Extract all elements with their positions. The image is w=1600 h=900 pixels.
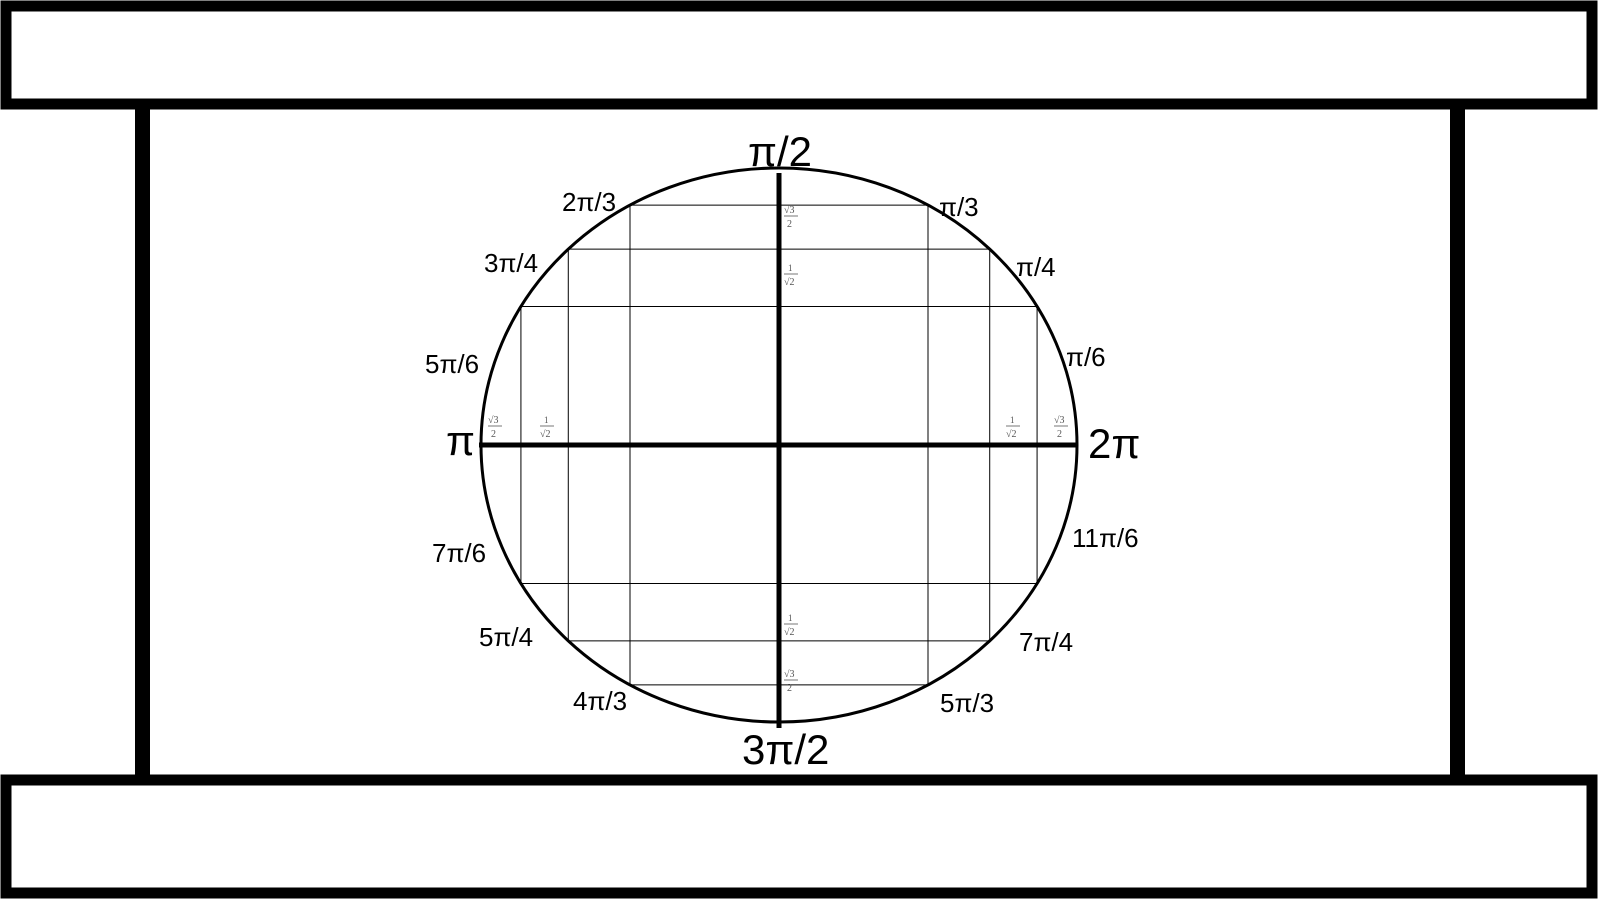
fraction-denominator: √2: [784, 627, 795, 638]
fraction-denominator: 2: [787, 683, 792, 694]
fraction-numerator: 1: [788, 613, 793, 623]
top-frame-panel: [0, 0, 1598, 110]
fraction-horizontal-left-sqrt3-2: √3 2: [488, 415, 502, 440]
bottom-frame-panel: [0, 774, 1598, 899]
fraction-denominator: 2: [1057, 429, 1062, 440]
axis-label-top: π/2: [748, 128, 812, 175]
angle-label-pi-3: π/3: [939, 192, 979, 222]
angle-label-11pi-6: 11π/6: [1072, 523, 1139, 553]
fraction-vertical-top-1-sqrt2: 1 √2: [784, 263, 798, 288]
fraction-denominator: 2: [787, 219, 792, 230]
fraction-vertical-bottom-sqrt3-2: √3 2: [784, 669, 798, 694]
angle-label-5pi-4: 5π/4: [479, 622, 533, 652]
fraction-numerator: 1: [788, 263, 793, 273]
fraction-vertical-bottom-1-sqrt2: 1 √2: [784, 613, 798, 638]
angle-label-5pi-6: 5π/6: [425, 349, 479, 379]
angle-label-7pi-6: 7π/6: [432, 538, 486, 568]
angle-label-7pi-4: 7π/4: [1019, 627, 1073, 657]
fraction-numerator: √3: [1054, 415, 1065, 426]
fraction-horizontal-left-1-sqrt2: 1 √2: [540, 415, 554, 440]
angle-label-pi-4: π/4: [1016, 252, 1056, 282]
fraction-vertical-top-sqrt3-2: √3 2: [784, 205, 798, 230]
angle-label-3pi-4: 3π/4: [484, 248, 538, 278]
axis-label-bottom: 3π/2: [742, 726, 829, 773]
fraction-numerator: √3: [784, 669, 795, 680]
axis-label-left: π: [446, 417, 475, 464]
angle-label-4pi-3: 4π/3: [573, 686, 627, 716]
fraction-denominator: 2: [491, 429, 496, 440]
right-frame-post: [1450, 104, 1465, 780]
fraction-horizontal-right-1-sqrt2: 1 √2: [1006, 415, 1020, 440]
axis-label-right: 2π: [1088, 420, 1140, 467]
left-frame-post: [135, 104, 150, 780]
fraction-denominator: √2: [784, 277, 795, 288]
angle-label-pi-6: π/6: [1066, 342, 1106, 372]
fraction-numerator: √3: [488, 415, 499, 426]
fraction-numerator: 1: [1010, 415, 1015, 425]
fraction-numerator: √3: [784, 205, 795, 216]
angle-label-2pi-3: 2π/3: [562, 187, 616, 217]
angle-label-5pi-3: 5π/3: [940, 688, 994, 718]
fraction-horizontal-right-sqrt3-2: √3 2: [1054, 415, 1068, 440]
fraction-denominator: √2: [540, 429, 551, 440]
fraction-numerator: 1: [544, 415, 549, 425]
fraction-denominator: √2: [1006, 429, 1017, 440]
